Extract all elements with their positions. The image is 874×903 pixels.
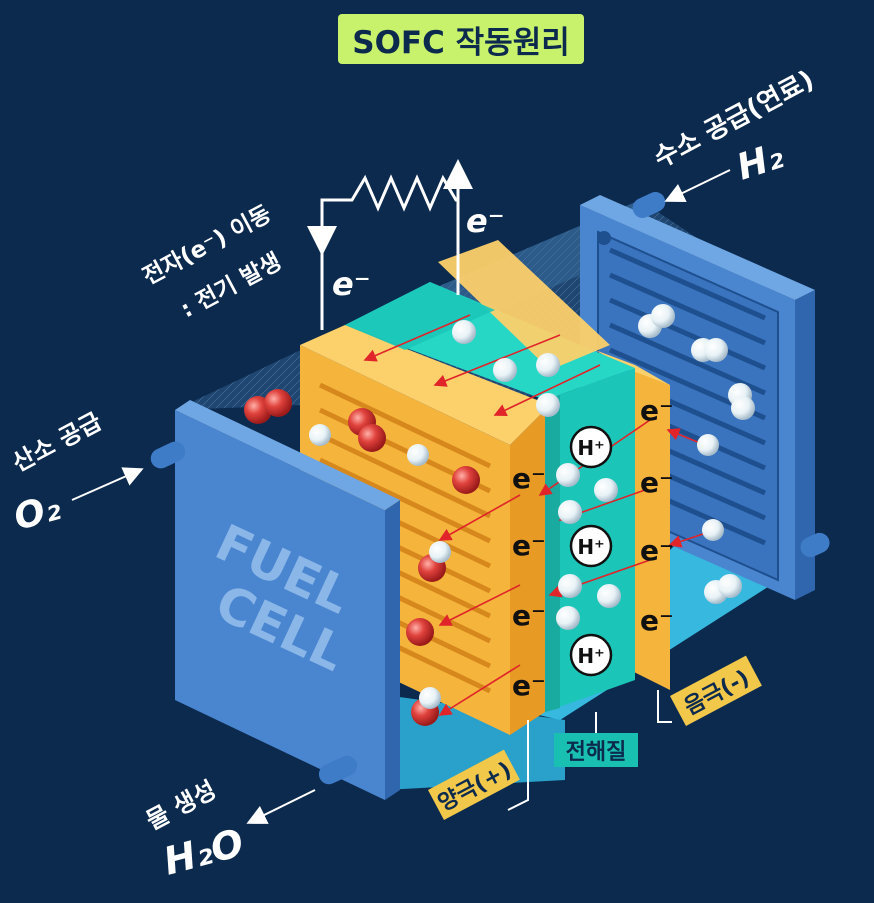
oxygen-supply-label: 산소 공급 bbox=[8, 407, 107, 477]
circuit-electron-left: e⁻ bbox=[332, 265, 371, 303]
supply-arrows bbox=[71, 169, 731, 824]
electron-cathode-2: e⁻ bbox=[512, 529, 546, 562]
circuit-electron-right: e⁻ bbox=[466, 202, 505, 240]
leader-lines bbox=[507, 690, 672, 811]
electron-anode-3: e⁻ bbox=[640, 534, 674, 567]
electron-anode-4: e⁻ bbox=[640, 604, 674, 637]
proton-3: H⁺ bbox=[577, 644, 604, 668]
electron-labels: e⁻ e⁻ e⁻ e⁻ e⁻ e⁻ e⁻ e⁻ bbox=[512, 394, 674, 702]
electron-cathode-3: e⁻ bbox=[512, 599, 546, 632]
electron-cathode-4: e⁻ bbox=[512, 669, 546, 702]
cathode-plate: FUEL CELL bbox=[150, 400, 400, 800]
title-badge: SOFC 작동원리 bbox=[338, 14, 584, 64]
external-circuit bbox=[307, 159, 473, 330]
water-production-label: 물 생성 bbox=[142, 776, 221, 836]
proton-1: H⁺ bbox=[577, 436, 604, 460]
hydrogen-formula: H₂ bbox=[732, 135, 789, 188]
oxygen-formula: O₂ bbox=[10, 487, 66, 539]
electrolyte-badge: 전해질 bbox=[554, 733, 638, 767]
water-formula: H₂O bbox=[159, 820, 248, 883]
electron-anode-1: e⁻ bbox=[640, 394, 674, 427]
proton-2: H⁺ bbox=[577, 535, 604, 559]
diagram-title: SOFC 작동원리 bbox=[352, 24, 570, 61]
oxygen-molecules bbox=[244, 389, 480, 726]
electron-cathode-1: e⁻ bbox=[512, 462, 546, 495]
hydrogen-molecules bbox=[309, 304, 755, 709]
flow-arrows bbox=[363, 314, 716, 716]
electron-anode-2: e⁻ bbox=[640, 466, 674, 499]
proton-markers: H⁺ H⁺ H⁺ bbox=[569, 425, 613, 677]
electrolyte-label: 전해질 bbox=[565, 740, 627, 765]
